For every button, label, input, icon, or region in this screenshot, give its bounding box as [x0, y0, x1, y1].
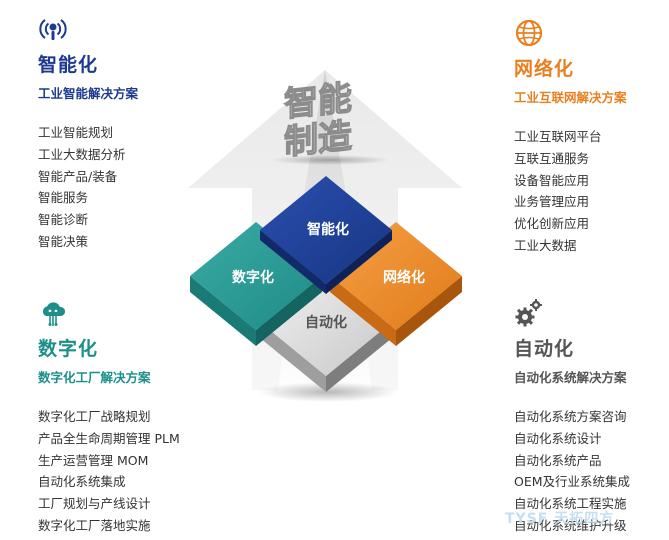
smart-manufacturing-diagram: 智能 制造 自动化 数字化 网络化 智能化 — [188, 70, 462, 402]
tile-automation-side-left — [260, 322, 326, 392]
list-item: 数字化工厂战略规划 — [38, 409, 151, 424]
quadrant-subtitle: 工业智能解决方案 — [38, 86, 139, 101]
list-item: 优化创新应用 — [514, 216, 590, 232]
tile-smart-top — [260, 176, 392, 284]
cloud-icon — [42, 302, 66, 326]
list-item: 业务管理应用 — [514, 194, 590, 210]
tile-smart-side-left — [260, 230, 326, 294]
quadrant-list: 工业互联网平台 互联互通服务 设备智能应用 业务管理应用 优化创新应用 工业大数… — [514, 126, 627, 257]
quadrant-network: 网络化 工业互联网解决方案 工业互联网平台 互联互通服务 设备智能应用 业务管理… — [514, 18, 627, 257]
tile-automation-label: 自动化 — [305, 314, 347, 331]
list-item: 工业互联网平台 — [514, 129, 602, 144]
list-item: 互联互通服务 — [514, 150, 590, 166]
list-item: 数字化工厂落地实施 — [38, 517, 151, 533]
tile-digital-side-right — [256, 276, 322, 346]
list-item: 自动化系统方案咨询 — [514, 409, 627, 424]
headline-line-1: 智能 — [284, 78, 352, 125]
bulb-signal-icon — [39, 19, 67, 40]
list-item: 产品全生命周期管理 PLM — [38, 430, 180, 446]
tile-digital-label: 数字化 — [232, 269, 274, 286]
list-item: OEM及行业系统集成 — [514, 474, 631, 490]
gears-icon — [515, 299, 542, 327]
list-item: 智能产品/装备 — [38, 168, 118, 184]
quadrant-list: 自动化系统方案咨询 自动化系统设计 自动化系统产品 OEM及行业系统集成 自动化… — [514, 406, 630, 537]
tile-smart-side-right — [326, 230, 392, 294]
headline-line-2: 制造 — [284, 116, 352, 163]
globe-icon — [515, 19, 543, 47]
list-item: 生产运营管理 MOM — [38, 452, 149, 468]
quadrant-digital: 数字化 数字化工厂解决方案 数字化工厂战略规划 产品全生命周期管理 PLM 生产… — [38, 298, 180, 537]
quadrant-title: 智能化 — [38, 54, 99, 76]
list-item: 智能决策 — [38, 233, 89, 249]
tile-smart-label: 智能化 — [306, 221, 349, 238]
quadrant-list: 工业智能规划 工业大数据分析 智能产品/装备 智能服务 智能诊断 智能决策 — [38, 122, 138, 253]
quadrant-title: 网络化 — [514, 58, 575, 80]
list-item: 智能服务 — [38, 190, 89, 206]
list-item: 自动化系统产品 — [514, 452, 602, 468]
list-item: 自动化系统集成 — [38, 474, 126, 490]
tile-digital-side-left — [190, 276, 256, 346]
quadrant-list: 数字化工厂战略规划 产品全生命周期管理 PLM 生产运营管理 MOM 自动化系统… — [38, 406, 180, 537]
tile-network-label: 网络化 — [383, 269, 425, 286]
list-item: 自动化系统工程实施 — [514, 496, 627, 512]
list-item: 自动化系统维护升级 — [514, 517, 627, 533]
list-item: 工业大数据分析 — [38, 146, 126, 162]
tile-automation-side-right — [326, 322, 392, 392]
quadrant-subtitle: 工业互联网解决方案 — [514, 90, 627, 105]
quadrant-subtitle: 数字化工厂解决方案 — [38, 370, 151, 385]
list-item: 工业智能规划 — [38, 125, 114, 140]
list-item: 设备智能应用 — [514, 172, 590, 188]
list-item: 工业大数据 — [514, 237, 577, 253]
quadrant-smart: 智能化 工业智能解决方案 工业智能规划 工业大数据分析 智能产品/装备 智能服务… — [38, 14, 138, 253]
quadrant-title: 自动化 — [514, 338, 575, 360]
quadrant-subtitle: 自动化系统解决方案 — [514, 370, 627, 385]
watermark-logo: TYSF 天拓四方 — [505, 511, 615, 527]
quadrant-title: 数字化 — [38, 338, 99, 360]
list-item: 自动化系统设计 — [514, 430, 602, 446]
list-item: 工厂规划与产线设计 — [38, 496, 151, 512]
headline-shadow — [270, 155, 390, 165]
tile-network-side-left — [330, 276, 396, 346]
diagram-shadow — [258, 382, 398, 402]
list-item: 智能诊断 — [38, 212, 89, 228]
quadrant-automation: 自动化 自动化系统解决方案 自动化系统方案咨询 自动化系统设计 自动化系统产品 … — [514, 298, 630, 537]
tile-network-side-right — [396, 276, 462, 346]
